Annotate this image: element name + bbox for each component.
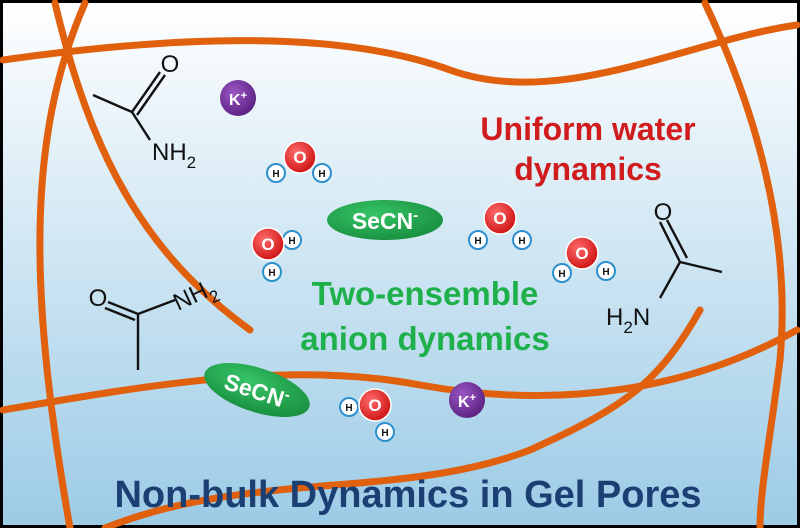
headline-green-line-2: anion dynamics	[300, 320, 549, 357]
amide-oxygen-label: O	[161, 51, 180, 78]
polymer-strand-right	[701, 0, 786, 528]
hydrogen-atom: H	[262, 262, 282, 282]
footer-title: Non-bulk Dynamics in Gel Pores	[114, 474, 701, 516]
amide-nh2-subscript: 2	[187, 153, 196, 172]
polymer-strand-left	[36, 0, 89, 528]
hydrogen-atom: H	[468, 230, 488, 250]
hydrogen-label: H	[268, 268, 275, 279]
water-molecule: H H O	[468, 201, 532, 250]
hydrogen-label: H	[318, 169, 325, 180]
hydrogen-atom: H	[375, 422, 395, 442]
background-panel	[3, 3, 797, 525]
potassium-ion-2: K+	[449, 382, 485, 418]
hydrogen-atom: H	[552, 263, 572, 283]
water-molecule: H H O	[266, 140, 332, 183]
hydrogen-atom: H	[266, 163, 286, 183]
amide-h2n-n: N	[633, 304, 650, 331]
oxygen-atom: O	[251, 227, 285, 261]
hydrogen-label: H	[602, 267, 609, 278]
amide-group-right: O H2N	[606, 199, 723, 337]
polymer-strand-diagonal	[51, 0, 254, 334]
polymer-strand-lower	[101, 306, 704, 528]
oxygen-label: O	[575, 244, 588, 263]
oxygen-atom: O	[483, 201, 517, 235]
amide-oxygen-label-2: O	[89, 285, 108, 312]
amide-group-top-left: O NH2	[92, 51, 196, 172]
hydrogen-atom: H	[312, 163, 332, 183]
hydrogen-atom: H	[596, 261, 616, 281]
oxygen-atom: O	[565, 236, 599, 270]
oxygen-atom: O	[283, 140, 317, 174]
hydrogen-atom: H	[339, 397, 359, 417]
hydrogen-label: H	[345, 403, 352, 414]
headline-red-line-1: Uniform water	[480, 111, 695, 147]
svg-text:NH2: NH2	[152, 139, 196, 172]
hydrogen-atom: H	[282, 230, 302, 250]
hydrogen-label: H	[518, 236, 525, 247]
selenocyanate-anion-1: SeCN-	[327, 200, 443, 240]
svg-text:SeCN-: SeCN-	[352, 207, 418, 234]
hydrogen-label: H	[288, 236, 295, 247]
oxygen-label: O	[368, 396, 381, 415]
oxygen-label: O	[493, 209, 506, 228]
water-molecule: H H O	[251, 227, 302, 282]
hydrogen-label: H	[381, 428, 388, 439]
headline-water-dynamics: Uniform water dynamics	[480, 111, 695, 187]
svg-text:K+: K+	[458, 392, 476, 411]
potassium-ion-1: K+	[220, 80, 256, 116]
headline-anion-dynamics: Two-ensemble anion dynamics	[300, 275, 549, 357]
oxygen-label: O	[261, 235, 274, 254]
polymer-strand-bottom	[0, 326, 800, 414]
oxygen-atom: O	[358, 388, 392, 422]
hydrogen-label: H	[474, 236, 481, 247]
svg-text:H2N: H2N	[606, 304, 650, 337]
svg-text:K+: K+	[229, 90, 247, 109]
amide-nh2-label: NH	[152, 139, 187, 166]
headline-green-line-1: Two-ensemble	[312, 275, 539, 312]
hydrogen-label: H	[272, 169, 279, 180]
amide-h2n-subscript: 2	[623, 318, 632, 337]
headline-red-line-2: dynamics	[514, 151, 662, 187]
water-molecule: H H O	[339, 388, 395, 442]
oxygen-label: O	[293, 148, 306, 167]
polymer-strand-top	[0, 21, 800, 86]
amide-h2n-h: H	[606, 304, 623, 331]
amide-oxygen-label-3: O	[654, 199, 673, 226]
hydrogen-atom: H	[512, 230, 532, 250]
hydrogen-label: H	[558, 269, 565, 280]
